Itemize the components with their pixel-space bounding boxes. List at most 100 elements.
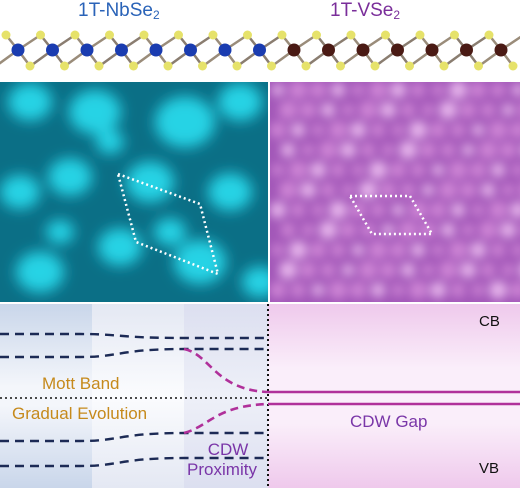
gradual-evolution-label: Gradual Evolution [12,404,148,423]
stm-spot [352,84,364,96]
se-atom [94,61,104,71]
stm-spot [342,264,354,276]
title-vse2: 1T-VSe2 [330,0,401,22]
stm-spot [409,121,427,139]
metal-atom [46,43,59,57]
stm-spot [319,221,337,239]
stm-spot [512,84,520,96]
region-mott [0,304,92,488]
stm-spot [302,144,314,156]
stm-spot [300,182,316,198]
stm-spot [329,281,347,299]
stm-spot [449,241,467,259]
stm-spot [291,123,305,137]
stm-bright-spot [8,83,52,121]
se-atom [25,61,35,71]
stm-spot [470,82,486,98]
atoms [1,30,518,71]
se-atom [36,30,45,40]
se-atom [277,30,287,40]
stm-spot [451,203,465,217]
se-atom [336,61,345,71]
stm-spot [392,124,404,136]
stm-bright-spot [174,239,226,285]
stm-spot [310,82,326,98]
stm-spot [289,82,307,99]
stm-spot [432,84,444,96]
stm-spot [312,124,324,136]
metal-atom [80,43,94,57]
se-atom [129,61,138,71]
stm-spot [481,183,495,197]
se-atom [105,30,114,40]
stm-spot [302,224,314,236]
se-atom [439,61,449,71]
stm-spot [281,143,295,157]
title-nbse2: 1T-NbSe2 [78,0,160,22]
stm-spot [422,104,434,116]
stm-spot [359,261,377,279]
stm-spot [361,143,375,157]
stm-spot [369,82,387,99]
stm-bright-spot [154,218,186,246]
stm-spot [512,164,520,176]
stm-spot [340,142,356,158]
stm-spot [500,142,516,158]
stm-bright-spot [69,89,121,135]
stm-spot [382,144,394,156]
stm-spot [430,202,446,218]
stm-spot [310,242,326,258]
stm-spot [462,144,474,156]
stm-bright-spot [242,266,268,298]
se-atom [450,30,459,40]
metal-atom [494,43,508,57]
stm-spot [451,123,465,137]
vse2-unit-cell [347,194,435,236]
se-atom [312,30,321,40]
lower-band-outer [0,456,268,468]
stm-spot [491,83,505,97]
stm-bright-spot [0,175,40,209]
stm-spot [449,82,467,99]
stm-spot [392,204,404,216]
stm-spot [350,122,366,138]
stm-bright-spot [126,161,174,203]
stm-spot [479,141,497,159]
stm-spot [321,263,335,277]
stm-spot [331,83,345,97]
se-atom [415,30,425,40]
stm-spot [321,183,335,197]
stm-spot [441,143,455,157]
se-atom [381,30,390,40]
stm-spot [439,181,457,199]
stm-spot [460,102,476,118]
stm-spot [489,201,507,219]
stm-spot [462,224,474,236]
stm-spot [342,184,354,196]
se-atom [232,61,242,71]
stm-spot [420,142,436,158]
se-atom [174,30,183,40]
stm-spot [451,283,465,297]
stm-spot [439,101,457,119]
stm-spot [502,264,514,276]
vse2-stm-image [270,82,520,302]
stm-spot [439,261,457,279]
stm-bright-spot [16,251,64,293]
stm-spot [312,284,324,296]
stm-spot [359,181,377,199]
stm-bright-spot [96,130,124,154]
stm-spot [441,223,455,237]
stm-spot [481,263,495,277]
lower-band-cdw [183,402,269,435]
stm-spot [331,163,345,177]
stm-spot [361,223,375,237]
stm-spot [371,123,385,137]
stm-spot [329,121,347,139]
stm-spot [319,141,337,159]
stm-spot [289,161,307,179]
stm-spot [300,102,316,118]
stm-spot [329,201,347,219]
stm-spot [321,103,335,117]
stm-spot [489,121,507,139]
